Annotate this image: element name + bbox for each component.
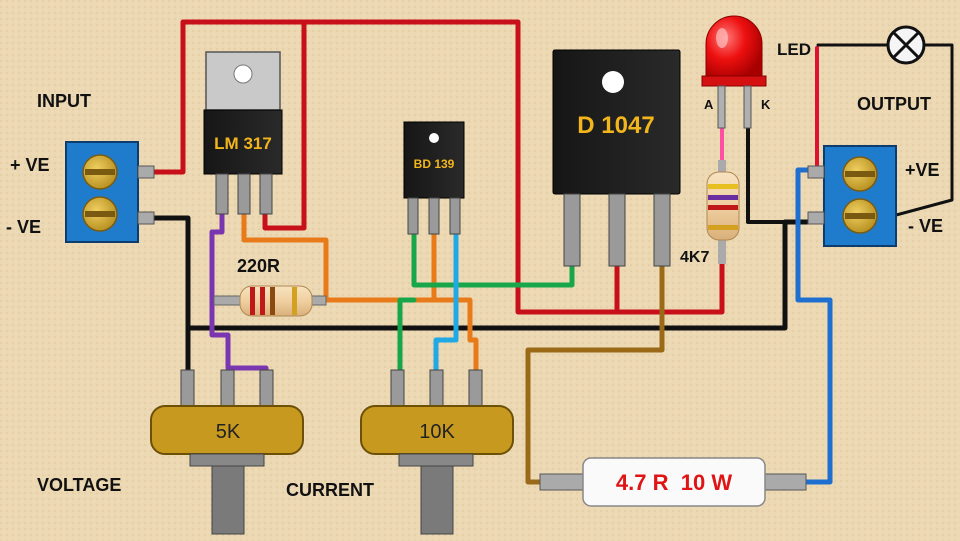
- resistor-220-label: 220R: [237, 256, 280, 276]
- wire-brown: [525, 259, 665, 485]
- lm317-regulator: [203, 51, 283, 215]
- wire-green-2: [397, 297, 417, 378]
- wire-red-adj: [262, 19, 307, 231]
- wire-orange-2: [323, 297, 479, 375]
- led-anode-label: A: [704, 97, 714, 112]
- wire-black-ground: [185, 219, 825, 331]
- input-neg-label: - VE: [6, 217, 41, 237]
- led-icon: [701, 15, 767, 129]
- potentiometer-5k: [150, 369, 304, 535]
- resistor-4k7: [706, 160, 740, 264]
- output-label: OUTPUT: [857, 94, 931, 114]
- wire-cyan: [433, 227, 459, 378]
- current-label: CURRENT: [286, 480, 374, 500]
- wire-purple: [209, 207, 269, 383]
- pot-5k-label: 5K: [216, 421, 241, 443]
- lm317-label: LM 317: [214, 134, 272, 153]
- d1047-power-transistor: [552, 49, 681, 267]
- wires: [149, 19, 954, 485]
- shunt-resistor: [539, 457, 807, 507]
- led-label: LED: [777, 40, 811, 59]
- d1047-label: D 1047: [577, 112, 654, 139]
- input-label: INPUT: [37, 91, 91, 111]
- wire-blue: [795, 167, 833, 485]
- resistor-220r: [213, 285, 327, 317]
- bd139-label: BD 139: [414, 157, 455, 171]
- resistor-4k7-label: 4K7: [680, 249, 709, 266]
- shunt-resistor-label: 4.7 R 10 W: [616, 470, 732, 495]
- voltage-label: VOLTAGE: [37, 475, 121, 495]
- wire-black-lamp: [868, 43, 954, 224]
- lamp-icon: [886, 25, 926, 65]
- wire-red-input: [149, 19, 725, 315]
- input-terminal-block: [65, 141, 155, 243]
- output-terminal-block: [807, 145, 897, 247]
- wire-black-led: [746, 123, 787, 224]
- bd139-transistor: [403, 121, 465, 235]
- wire-black-input: [149, 215, 191, 381]
- output-neg-label: - VE: [908, 216, 943, 236]
- labels: INPUT + VE - VE OUTPUT +VE - VE LED A K …: [6, 40, 943, 500]
- output-pos-label: +VE: [905, 160, 940, 180]
- pot-10k-label: 10K: [419, 421, 455, 443]
- input-pos-label: + VE: [10, 155, 50, 175]
- potentiometer-10k: [360, 369, 514, 535]
- led-cathode-label: K: [761, 97, 771, 112]
- wire-green: [411, 197, 575, 288]
